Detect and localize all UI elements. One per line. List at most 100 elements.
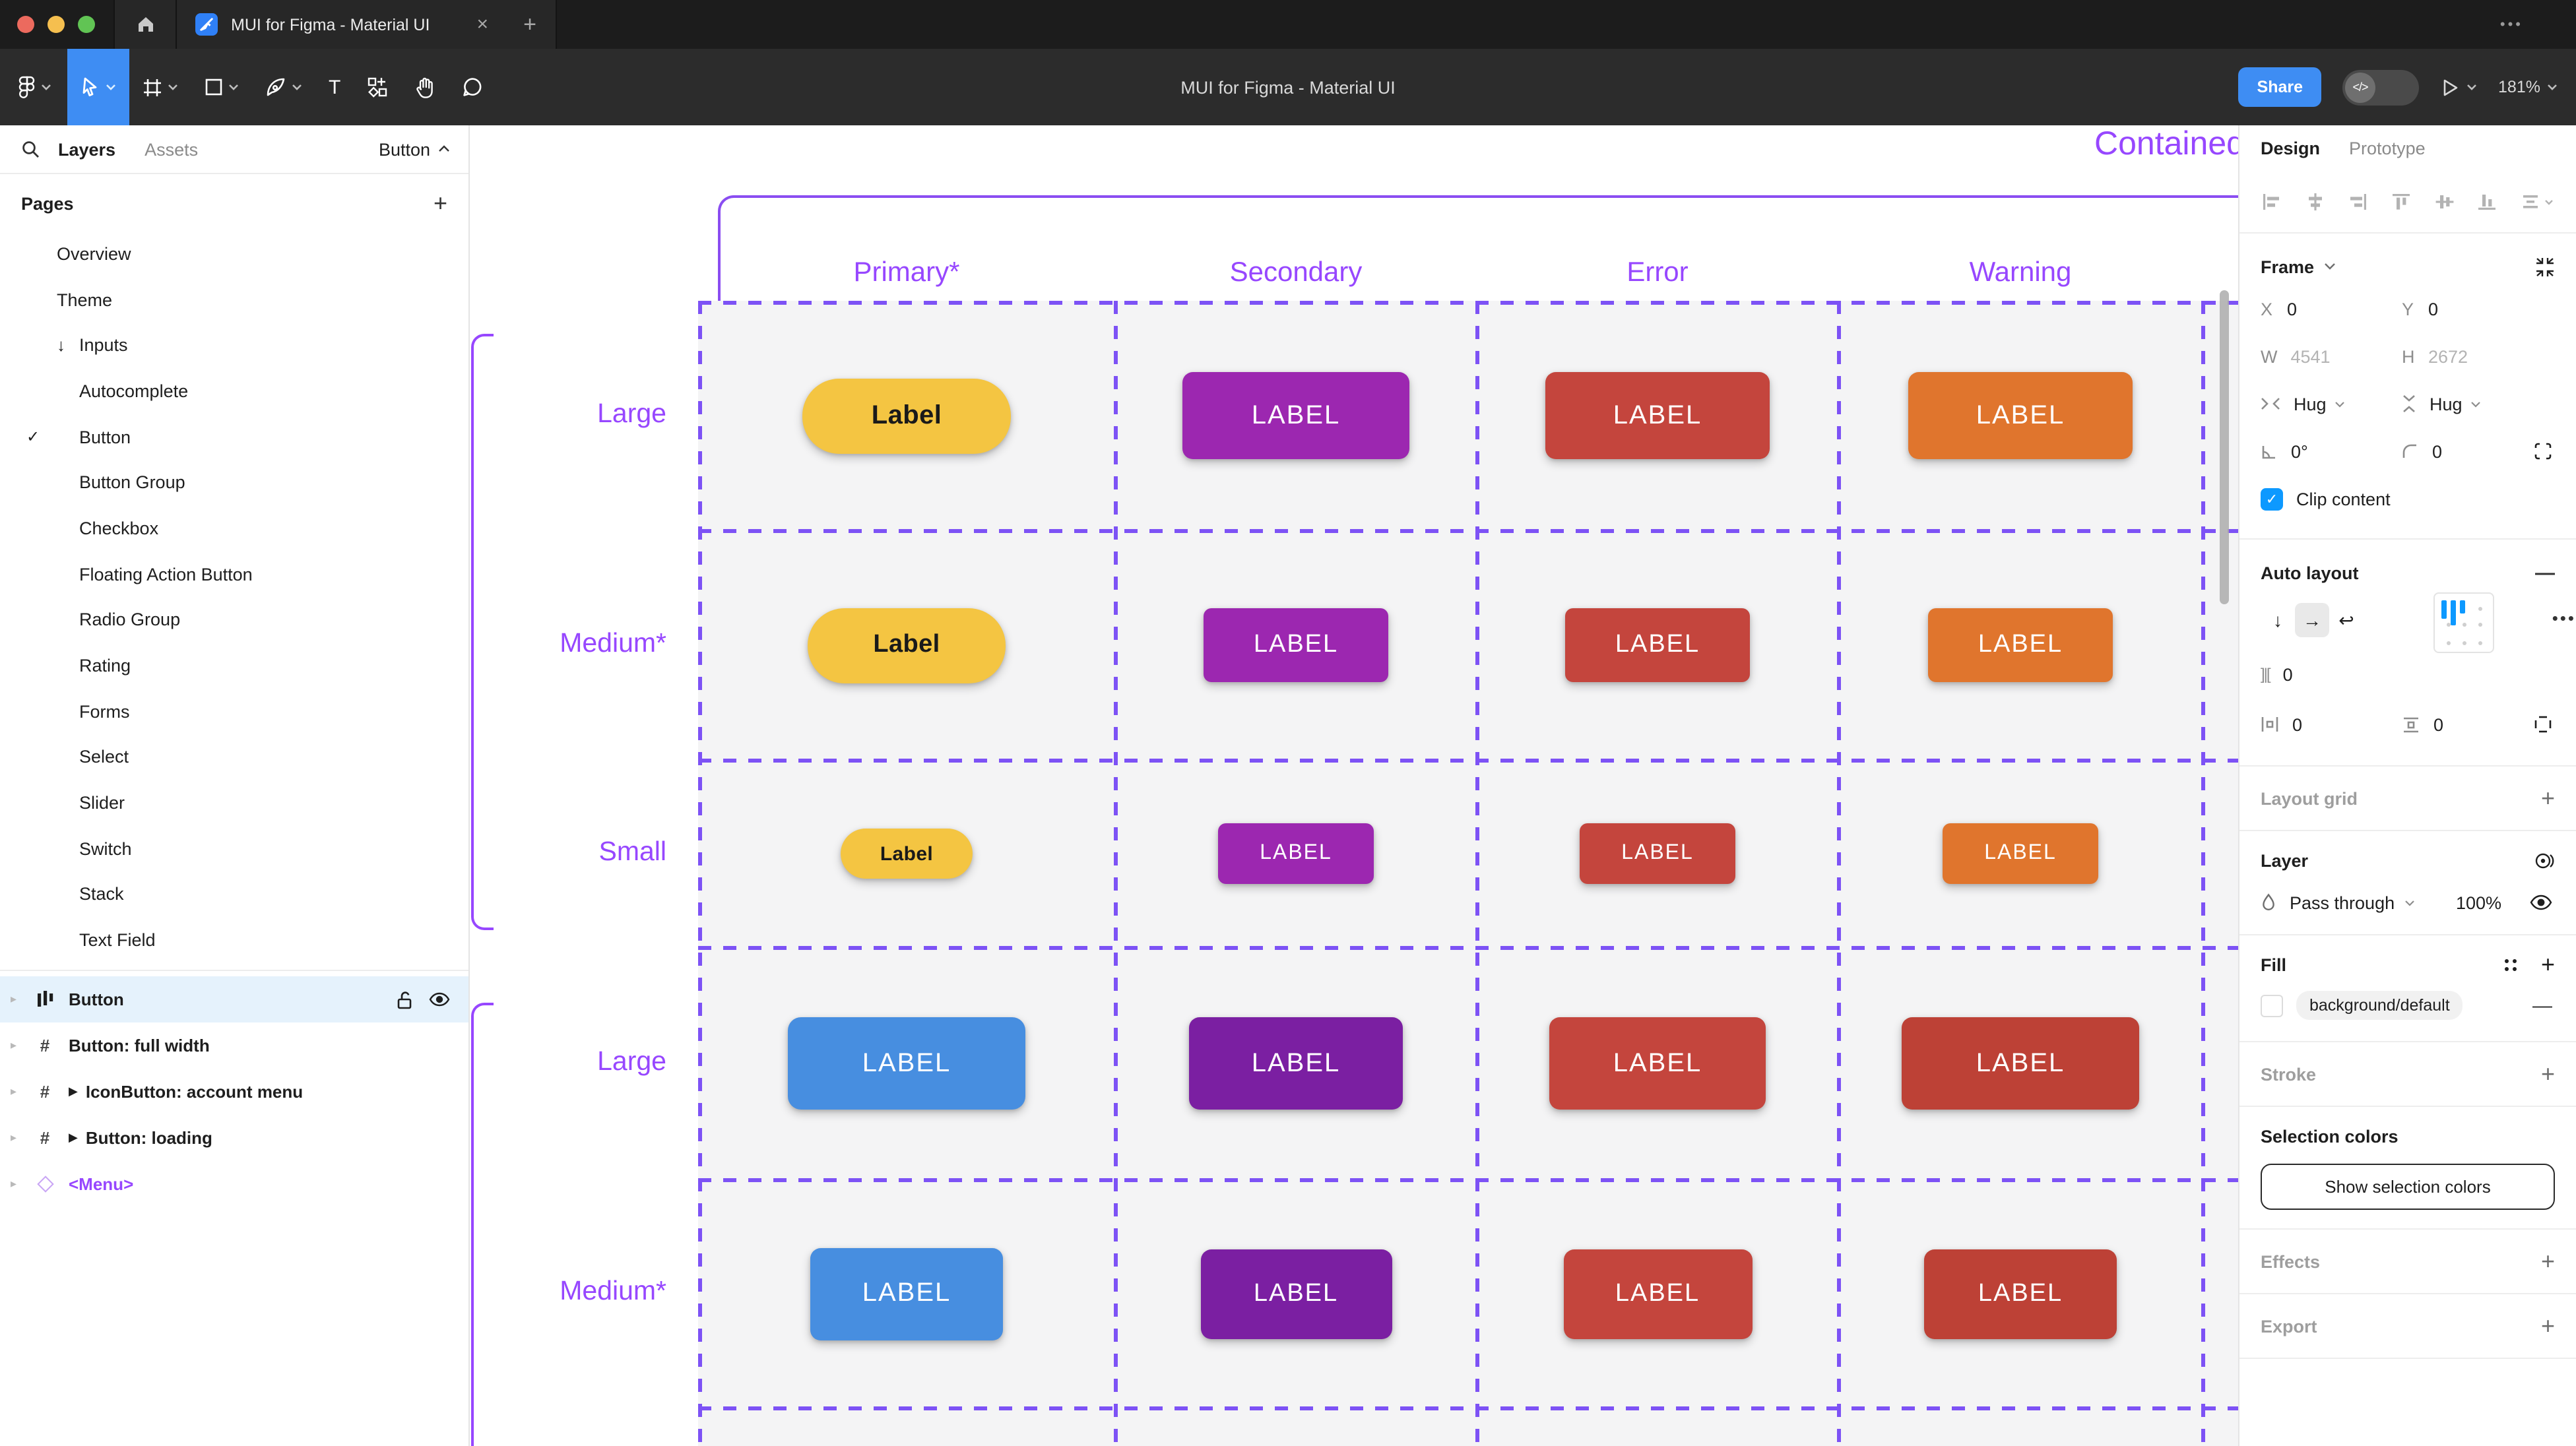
visibility-eye-icon[interactable] (429, 992, 450, 1007)
align-bottom-icon[interactable] (2478, 193, 2497, 211)
page-item-switch[interactable]: Switch (79, 838, 132, 859)
page-item-forms[interactable]: Forms (79, 701, 130, 722)
add-stroke-button[interactable]: + (2540, 1060, 2555, 1086)
layout-right-icon[interactable]: → (2295, 603, 2329, 637)
page-item-select[interactable]: Select (79, 747, 129, 767)
page-item-text-field[interactable]: Text Field (79, 930, 156, 951)
canvas-scrollbar[interactable] (2220, 290, 2229, 604)
expand-chevron-icon[interactable]: ▸ (11, 1038, 17, 1052)
page-item-theme[interactable]: Theme (57, 290, 113, 310)
layer-row-button-full-width[interactable]: ▸ # Button: full width (11, 1036, 210, 1055)
height-value[interactable]: 2672 (2428, 346, 2468, 366)
page-item-checkbox[interactable]: Checkbox (79, 518, 159, 538)
present-button[interactable] (2440, 77, 2477, 97)
align-right-icon[interactable] (2348, 193, 2368, 211)
tab-design[interactable]: Design (2261, 139, 2321, 158)
canvas-button[interactable]: Label (802, 378, 1011, 453)
canvas[interactable]: Contained Primary* Secondary Error Warni… (470, 125, 2238, 1446)
tab-assets[interactable]: Assets (145, 139, 199, 159)
canvas-button[interactable]: LABEL (1908, 372, 2133, 459)
canvas-button[interactable]: LABEL (1182, 372, 1409, 459)
canvas-button[interactable]: LABEL (1928, 608, 2113, 682)
canvas-button[interactable]: LABEL (1549, 1017, 1766, 1110)
canvas-button[interactable]: LABEL (1189, 1017, 1403, 1110)
independent-corners-icon[interactable] (2534, 442, 2552, 460)
main-menu-button[interactable] (0, 49, 67, 125)
fill-token[interactable]: background/default (2296, 991, 2463, 1020)
selection-filter[interactable]: Button (379, 139, 450, 159)
layer-row-menu-component[interactable]: ▸ <Menu> (11, 1174, 134, 1194)
close-window-button[interactable] (17, 16, 34, 33)
distribute-menu[interactable] (2521, 193, 2554, 211)
pen-tool-button[interactable] (252, 49, 315, 125)
styles-icon[interactable] (2503, 956, 2520, 973)
page-item-rating[interactable]: Rating (79, 656, 131, 676)
canvas-button[interactable]: LABEL (1204, 608, 1388, 682)
independent-padding-icon[interactable] (2534, 715, 2552, 734)
fill-color-swatch[interactable] (2261, 994, 2283, 1017)
canvas-button[interactable]: LABEL (1943, 823, 2098, 884)
canvas-button[interactable]: LABEL (1924, 1249, 2117, 1338)
zoom-menu[interactable]: 181% (2498, 78, 2558, 96)
move-tool-button[interactable] (67, 49, 129, 125)
add-fill-button[interactable]: + (2540, 951, 2555, 977)
chevron-down-icon[interactable] (2323, 263, 2335, 270)
hug-vertical-value[interactable]: Hug (2430, 394, 2463, 414)
canvas-button[interactable]: LABEL (1563, 1249, 1752, 1338)
corner-radius-value[interactable]: 0 (2432, 441, 2443, 461)
add-export-button[interactable]: + (2540, 1312, 2555, 1338)
canvas-button[interactable]: LABEL (1218, 823, 1374, 884)
remove-auto-layout-button[interactable]: — (2535, 561, 2555, 584)
page-item-fab[interactable]: Floating Action Button (79, 564, 253, 584)
align-horizontal-center-icon[interactable] (2305, 193, 2325, 211)
x-value[interactable]: 0 (2287, 299, 2298, 319)
clip-content-checkbox[interactable]: ✓ (2261, 487, 2283, 510)
maximize-window-button[interactable] (78, 16, 95, 33)
canvas-button[interactable]: Label (808, 608, 1006, 683)
tab-layers[interactable]: Layers (58, 139, 116, 159)
canvas-button[interactable]: LABEL (1200, 1249, 1392, 1338)
share-button[interactable]: Share (2238, 67, 2322, 107)
expand-chevron-icon[interactable]: ▸ (11, 1084, 17, 1098)
vertical-padding-value[interactable]: 0 (2433, 714, 2444, 734)
frame-tool-button[interactable] (129, 49, 191, 125)
layer-row-iconbutton-account-menu[interactable]: ▸ # ▶ IconButton: account menu (11, 1082, 304, 1102)
page-item-overview[interactable]: Overview (57, 243, 131, 264)
hug-horizontal-value[interactable]: Hug (2294, 394, 2327, 414)
canvas-button[interactable]: LABEL (1545, 372, 1770, 459)
layer-visibility-eye-icon[interactable] (2530, 895, 2552, 910)
canvas-button[interactable]: Label (841, 829, 973, 879)
minimize-window-button[interactable] (48, 16, 65, 33)
align-top-icon[interactable] (2391, 193, 2411, 211)
canvas-button[interactable]: LABEL (810, 1247, 1003, 1340)
home-button[interactable] (113, 0, 177, 49)
search-icon[interactable] (21, 140, 40, 158)
layout-down-icon[interactable]: ↓ (2273, 610, 2282, 631)
page-item-button[interactable]: ✓Button (26, 427, 131, 447)
more-options-icon[interactable]: ••• (2499, 16, 2523, 32)
text-tool-button[interactable]: T (315, 49, 354, 125)
page-item-button-group[interactable]: Button Group (79, 472, 185, 493)
remove-fill-button[interactable]: — (2532, 994, 2552, 1017)
y-value[interactable]: 0 (2428, 299, 2439, 319)
horizontal-padding-value[interactable]: 0 (2292, 714, 2303, 734)
comment-tool-button[interactable] (449, 49, 496, 125)
add-layout-grid-button[interactable]: + (2540, 784, 2555, 811)
canvas-button[interactable]: LABEL (788, 1017, 1025, 1110)
canvas-button[interactable]: LABEL (1565, 608, 1750, 682)
page-item-inputs[interactable]: ↓Inputs (57, 335, 128, 356)
document-tab[interactable]: MUI for Figma - Material UI × (177, 0, 504, 49)
resources-tool-button[interactable] (354, 49, 401, 125)
page-item-radio-group[interactable]: Radio Group (79, 610, 181, 630)
layer-row-button[interactable]: ▸ Button (0, 976, 468, 1022)
blend-mode-icon[interactable] (2534, 850, 2555, 870)
collapse-icon[interactable] (2535, 257, 2555, 276)
shape-tool-button[interactable] (191, 49, 252, 125)
new-tab-button[interactable]: + (504, 0, 557, 49)
page-item-slider[interactable]: Slider (79, 793, 125, 813)
tab-close-icon[interactable]: × (476, 13, 488, 36)
show-selection-colors-button[interactable]: Show selection colors (2261, 1164, 2555, 1210)
expand-chevron-icon[interactable]: ▸ (11, 1131, 17, 1144)
width-value[interactable]: 4541 (2290, 346, 2331, 366)
layer-row-button-loading[interactable]: ▸ # ▶ Button: loading (11, 1128, 212, 1148)
